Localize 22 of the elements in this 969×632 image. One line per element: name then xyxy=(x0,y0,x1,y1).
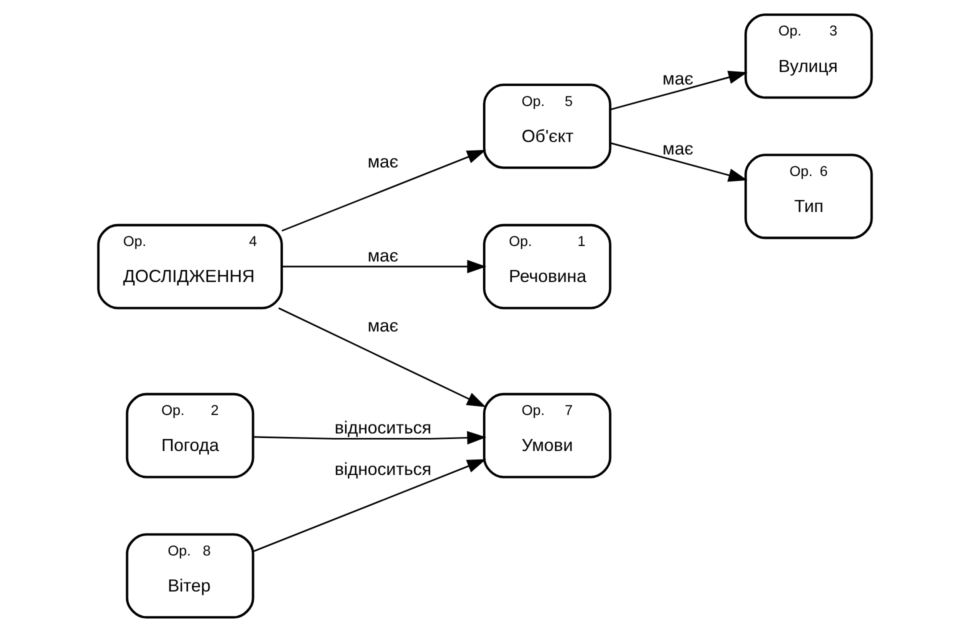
edge-label: відноситься xyxy=(334,459,431,480)
edge-label: має xyxy=(367,151,398,172)
node-box: Ор. 8 Вітер xyxy=(125,533,254,619)
node-box: Ор. 7 Умови xyxy=(482,392,611,478)
arrow xyxy=(281,150,486,232)
edge-label: має xyxy=(662,138,693,159)
node-box: Ор. 5 Об'єкт xyxy=(482,84,611,169)
edge-label: має xyxy=(367,316,398,336)
arrow xyxy=(278,307,486,408)
arrow xyxy=(252,459,486,552)
edge-label: має xyxy=(367,245,398,266)
node-box: Ор. 6 Тип xyxy=(744,154,872,240)
node-box: Ор. 4 ДОСЛІДЖЕННЯ xyxy=(96,224,282,310)
edge-label: відноситься xyxy=(334,418,431,438)
arrow xyxy=(252,431,486,444)
node-box: Ор. 1 Речовина xyxy=(482,224,611,310)
arrow xyxy=(610,142,748,182)
node-box: Ор. 3 Вулиця xyxy=(744,13,872,99)
node-box: Ор. 2 Погода xyxy=(125,392,254,478)
edge-label: має xyxy=(662,68,693,89)
arrow xyxy=(281,260,486,274)
arrow xyxy=(610,70,748,110)
